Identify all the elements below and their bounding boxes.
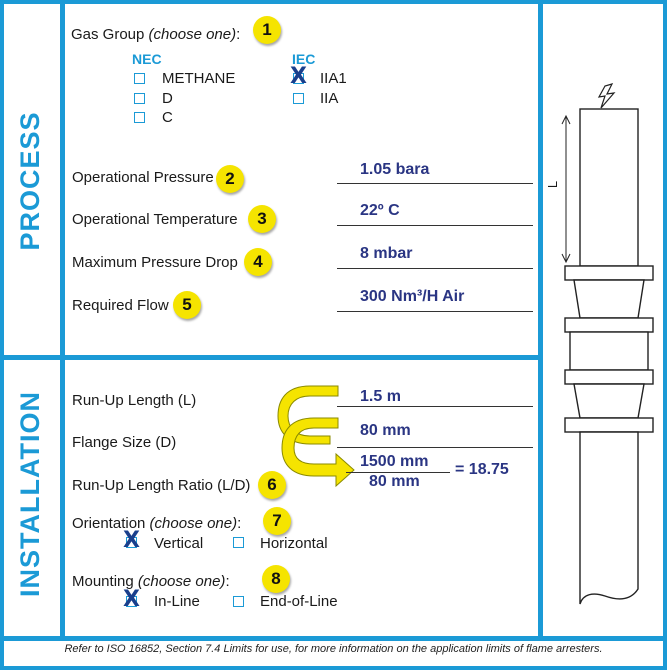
check-mark-in-line: X xyxy=(123,587,140,612)
checkbox-horizontal[interactable] xyxy=(233,537,244,548)
pipe-diagram xyxy=(561,83,654,605)
length-label: L xyxy=(545,180,561,189)
run-up-length-value[interactable]: 1.5 m xyxy=(360,388,401,405)
option-horizontal-label: Horizontal xyxy=(260,535,328,552)
ratio-numerator[interactable]: 1500 mm xyxy=(360,453,429,470)
ratio-denominator[interactable]: 80 mm xyxy=(369,473,420,490)
option-iia-label: IIA xyxy=(320,90,339,107)
required-flow-value[interactable]: 300 Nm³/H Air xyxy=(360,288,465,305)
gas-group-label: Gas Group (choose one): xyxy=(71,26,241,43)
run-up-length-underline xyxy=(337,406,533,407)
operational-temperature-label: Operational Temperature xyxy=(72,211,238,228)
checkbox-methane[interactable] xyxy=(134,73,145,84)
badge-3: 3 xyxy=(248,205,276,233)
option-d-label: D xyxy=(162,90,173,107)
iec-header: IEC xyxy=(292,51,316,67)
operational-temperature-value[interactable]: 22º C xyxy=(360,202,400,219)
badge-1: 1 xyxy=(253,16,281,44)
max-pressure-drop-underline xyxy=(337,268,533,269)
required-flow-underline xyxy=(337,311,533,312)
mounting-label: Mounting (choose one): xyxy=(72,573,230,590)
nec-header: NEC xyxy=(132,51,162,67)
required-flow-label: Required Flow xyxy=(72,297,169,314)
process-panel xyxy=(65,4,538,355)
operational-temperature-underline xyxy=(337,225,533,226)
checkbox-c[interactable] xyxy=(134,112,145,123)
badge-7: 7 xyxy=(263,507,291,535)
process-section-label: PROCESS xyxy=(15,111,45,251)
checkbox-in-line[interactable] xyxy=(126,596,137,607)
option-end-of-line-label: End-of-Line xyxy=(260,593,338,610)
checkbox-vertical[interactable] xyxy=(126,537,137,548)
badge-5: 5 xyxy=(173,291,201,319)
flange-size-value[interactable]: 80 mm xyxy=(360,422,411,439)
checkbox-end-of-line[interactable] xyxy=(233,596,244,607)
ratio-fraction-bar xyxy=(346,472,450,473)
max-pressure-drop-value[interactable]: 8 mbar xyxy=(360,245,413,262)
max-pressure-drop-label: Maximum Pressure Drop xyxy=(72,254,238,271)
badge-8: 8 xyxy=(262,565,290,593)
badge-2: 2 xyxy=(216,165,244,193)
badge-4: 4 xyxy=(244,248,272,276)
process-label-panel xyxy=(4,4,60,355)
option-c-label: C xyxy=(162,109,173,126)
lightning-bolt-icon xyxy=(597,83,616,109)
run-up-length-label: Run-Up Length (L) xyxy=(72,392,197,409)
operational-pressure-value[interactable]: 1.05 bara xyxy=(360,161,430,178)
run-up-ratio-label: Run-Up Length Ratio (L/D) xyxy=(72,477,251,494)
check-mark-iia1: X xyxy=(290,64,307,89)
ratio-result: = 18.75 xyxy=(455,461,509,478)
checkbox-iia1[interactable] xyxy=(293,73,304,84)
footer-note: Refer to ISO 16852, Section 7.4 Limits f… xyxy=(64,643,603,655)
orientation-label: Orientation (choose one): xyxy=(72,515,242,532)
operational-pressure-underline xyxy=(337,183,533,184)
length-dimension-arrow xyxy=(561,114,571,264)
installation-label-panel xyxy=(4,360,60,636)
option-iia1-label: IIA1 xyxy=(320,70,347,87)
footer-panel xyxy=(4,641,663,666)
operational-pressure-label: Operational Pressure xyxy=(72,169,214,186)
flange-size-underline xyxy=(337,447,533,448)
installation-section-label: INSTALLATION xyxy=(15,391,45,597)
check-mark-vertical: X xyxy=(123,528,140,553)
option-in-line-label: In-Line xyxy=(154,593,200,610)
checkbox-d[interactable] xyxy=(134,93,145,104)
flange-size-label: Flange Size (D) xyxy=(72,434,177,451)
option-methane-label: METHANE xyxy=(162,70,236,87)
option-vertical-label: Vertical xyxy=(154,535,204,552)
badge-6: 6 xyxy=(258,471,286,499)
checkbox-iia[interactable] xyxy=(293,93,304,104)
curved-arrows-icon xyxy=(277,385,355,488)
